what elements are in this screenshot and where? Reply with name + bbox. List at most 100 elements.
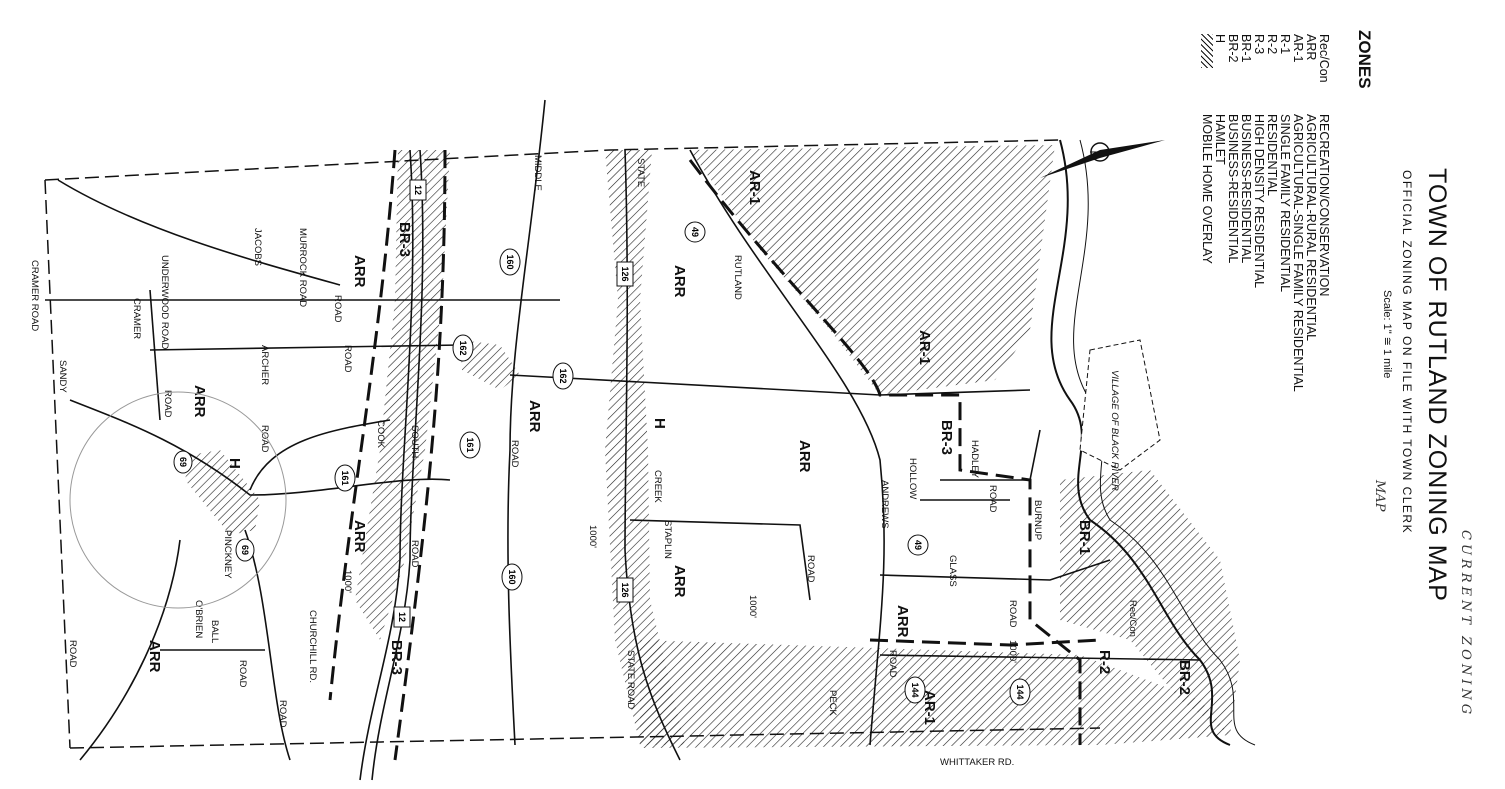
zone-label-br3: BR-3 xyxy=(396,222,413,257)
black-river xyxy=(1050,139,1231,746)
route-shield-162: 162 xyxy=(552,362,574,390)
road-label: ROAD xyxy=(67,640,78,668)
road-label: ROAD xyxy=(509,440,520,468)
road-labels: MURROCK ROAD JACOBS ROAD UNDERWOOD ROAD … xyxy=(29,155,1120,768)
zone-label-br3: BR-3 xyxy=(938,420,955,455)
road-label: WHITTAKER RD. xyxy=(940,757,1014,768)
svg-text:126: 126 xyxy=(620,266,630,281)
zone-label-arr: ARR xyxy=(146,640,163,673)
map-subtitle: OFFICIAL ZONING MAP ON FILE WITH TOWN CL… xyxy=(1400,170,1414,535)
route-shield-160: 160 xyxy=(501,563,523,591)
svg-text:161: 161 xyxy=(465,437,475,452)
br-river-zone xyxy=(1060,470,1240,735)
legend-desc: BUSINESS-RESIDENTIAL xyxy=(1226,114,1240,264)
road-label: RUTLAND xyxy=(732,255,743,300)
route-shield-161: 161 xyxy=(459,431,481,459)
village-label: VILLAGE OF BLACK RIVER xyxy=(1109,370,1120,491)
legend-item: MOBILE HOME OVERLAY xyxy=(1200,34,1214,392)
zone-label-reccon: Rec/Con xyxy=(1127,600,1138,637)
route-shield-49: 49 xyxy=(684,221,706,243)
zone-label-ar1: AR-1 xyxy=(746,170,763,205)
road-label: ARCHER xyxy=(259,345,270,385)
br3-route12-zone xyxy=(355,150,450,640)
road-label: PINCKNEY xyxy=(222,530,233,579)
zone-label-arr: ARR xyxy=(894,605,911,638)
road-label: STATE ROAD xyxy=(625,650,636,709)
legend-heading: ZONES xyxy=(1355,30,1374,89)
elevation-label: 1000' xyxy=(342,570,353,593)
road-label: STATE xyxy=(635,158,646,187)
legend-code: ARR xyxy=(1304,34,1318,61)
svg-text:12: 12 xyxy=(397,612,407,622)
zone-label-r2: R-2 xyxy=(1096,650,1113,674)
elevation-label: 1000' xyxy=(587,525,598,548)
zone-label-br2: BR-2 xyxy=(1176,660,1193,695)
svg-text:160: 160 xyxy=(505,254,515,269)
road-label: O'BRIEN xyxy=(193,600,204,638)
zone-label-arr: ARR xyxy=(796,440,813,473)
zone-label-arr: ARR xyxy=(671,565,688,598)
road-label: SANDY xyxy=(57,360,68,393)
zone-label-arr: ARR xyxy=(526,400,543,433)
route-shield-69: 69 xyxy=(173,450,193,474)
road-label: ROAD xyxy=(259,425,270,453)
road-label: GLASS xyxy=(947,555,958,587)
svg-text:69: 69 xyxy=(240,545,250,555)
road-label: ROAD xyxy=(409,540,420,568)
road-label: JACOBS xyxy=(252,228,263,266)
road-label: ROAD xyxy=(162,390,173,418)
legend-code: R-3 xyxy=(1252,34,1266,55)
road-label: STAPLIN xyxy=(662,520,673,559)
road-label: CRAMER xyxy=(131,298,142,339)
map-title: TOWN OF RUTLAND ZONING MAP xyxy=(1423,168,1451,602)
route-shields: 12 12 126 126 49 49 160 160 161 161 162 … xyxy=(173,179,1031,706)
road-label: MURROCK ROAD xyxy=(297,228,308,307)
black-river-bank xyxy=(1073,139,1256,746)
legend-desc: MOBILE HOME OVERLAY xyxy=(1200,114,1214,264)
road-label: ROAD xyxy=(332,295,343,323)
route-shield-126: 126 xyxy=(616,261,634,287)
svg-text:161: 161 xyxy=(340,470,350,485)
road-label: CREEK xyxy=(652,470,663,503)
road-label: ROAD xyxy=(1007,600,1018,628)
route-shield-12: 12 xyxy=(409,179,427,201)
svg-text:69: 69 xyxy=(178,457,188,467)
road-label: ROAD xyxy=(887,650,898,678)
mobile-home-hatch-swatch xyxy=(1201,34,1213,68)
road-label: ANDREWS xyxy=(879,480,890,529)
road-label: ROAD xyxy=(237,660,248,688)
route-shield-12: 12 xyxy=(393,606,411,628)
svg-text:49: 49 xyxy=(913,540,923,550)
zone-label-h: H xyxy=(651,418,668,429)
road-label: ROAD xyxy=(987,485,998,513)
hamlet-radius-circle xyxy=(69,391,287,609)
legend-desc: RESIDENTIAL xyxy=(1265,114,1279,196)
route-shield-69: 69 xyxy=(235,538,255,562)
ar1-south-zone xyxy=(640,640,1230,748)
zone-label-ar1: AR-1 xyxy=(921,690,938,725)
zone-label-arr: ARR xyxy=(351,520,368,553)
route-shield-162: 162 xyxy=(452,334,474,362)
legend-code: R-1 xyxy=(1278,34,1292,55)
svg-text:160: 160 xyxy=(507,569,517,584)
road-label: ROAD xyxy=(277,700,288,728)
legend-desc: RECREATION/CONSERVATION xyxy=(1317,114,1331,297)
hamlet-162-zone xyxy=(460,340,520,390)
route-shield-161: 161 xyxy=(334,464,356,492)
legend-desc: HIGH DENSITY RESIDENTIAL xyxy=(1252,114,1266,289)
legend-code: Rec/Con xyxy=(1317,34,1331,83)
zone-label-br3: BR-3 xyxy=(388,640,405,675)
legend-code: BR-2 xyxy=(1226,34,1240,63)
route-shield-49: 49 xyxy=(907,534,929,556)
route-shield-160: 160 xyxy=(499,248,521,276)
legend-code: H xyxy=(1213,34,1227,44)
north-arrow-icon xyxy=(1040,140,1165,178)
